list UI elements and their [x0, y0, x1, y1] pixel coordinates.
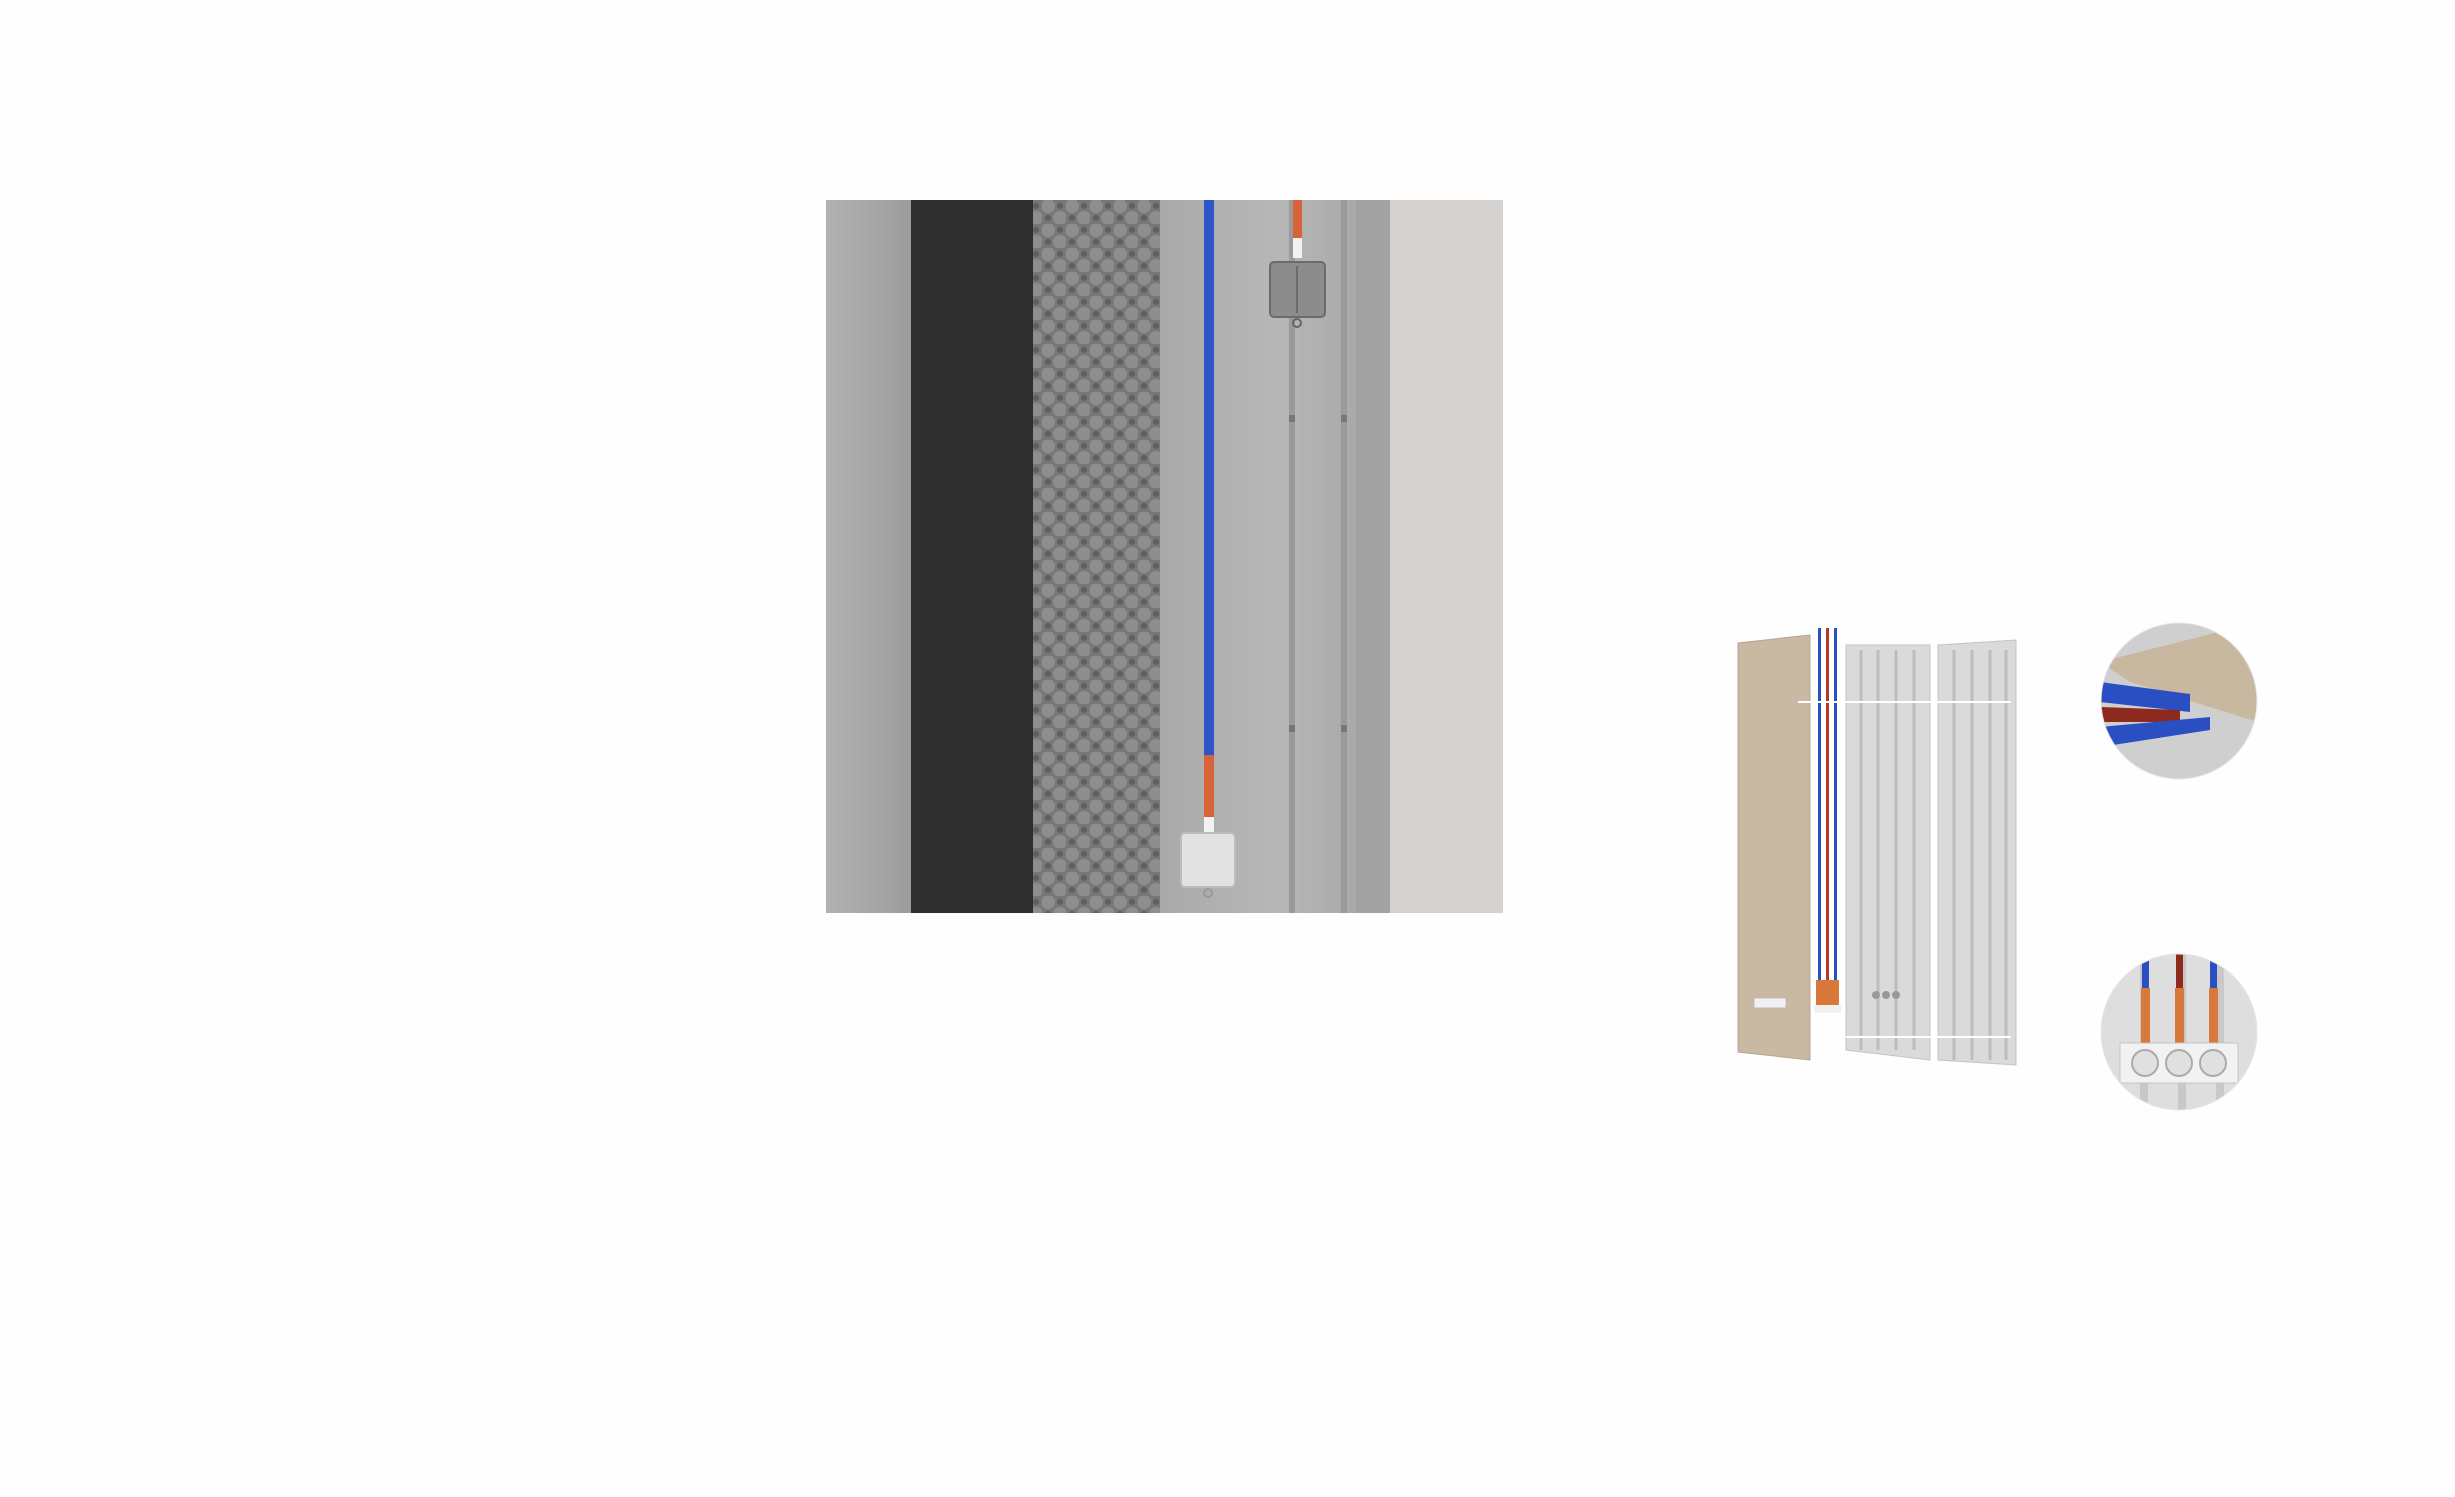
- socket-box-bottom: [1180, 832, 1236, 888]
- detail-circle-bottom: [2100, 953, 2258, 1111]
- panel-layer: [1160, 200, 1390, 913]
- wall-layers-photo: [826, 200, 1503, 913]
- cladding-board: [1737, 634, 1811, 1061]
- foam-layer: [1033, 200, 1160, 913]
- wall-right: [1390, 200, 1503, 913]
- plaster-layer: [826, 200, 911, 913]
- cable-red: [1826, 628, 1829, 1008]
- membrane-layer: [911, 200, 1033, 913]
- orange-cable: [1293, 200, 1302, 238]
- rib-panel-left: [1845, 644, 1931, 1061]
- cable-blue-2: [1834, 628, 1837, 1008]
- detail-circle-top: [2100, 622, 2258, 780]
- cable-blue-1: [1818, 628, 1821, 1008]
- exploded-assembly-diagram: [1737, 628, 2017, 1066]
- rib-panel-right: [1937, 639, 2017, 1066]
- blue-cable: [1204, 200, 1214, 755]
